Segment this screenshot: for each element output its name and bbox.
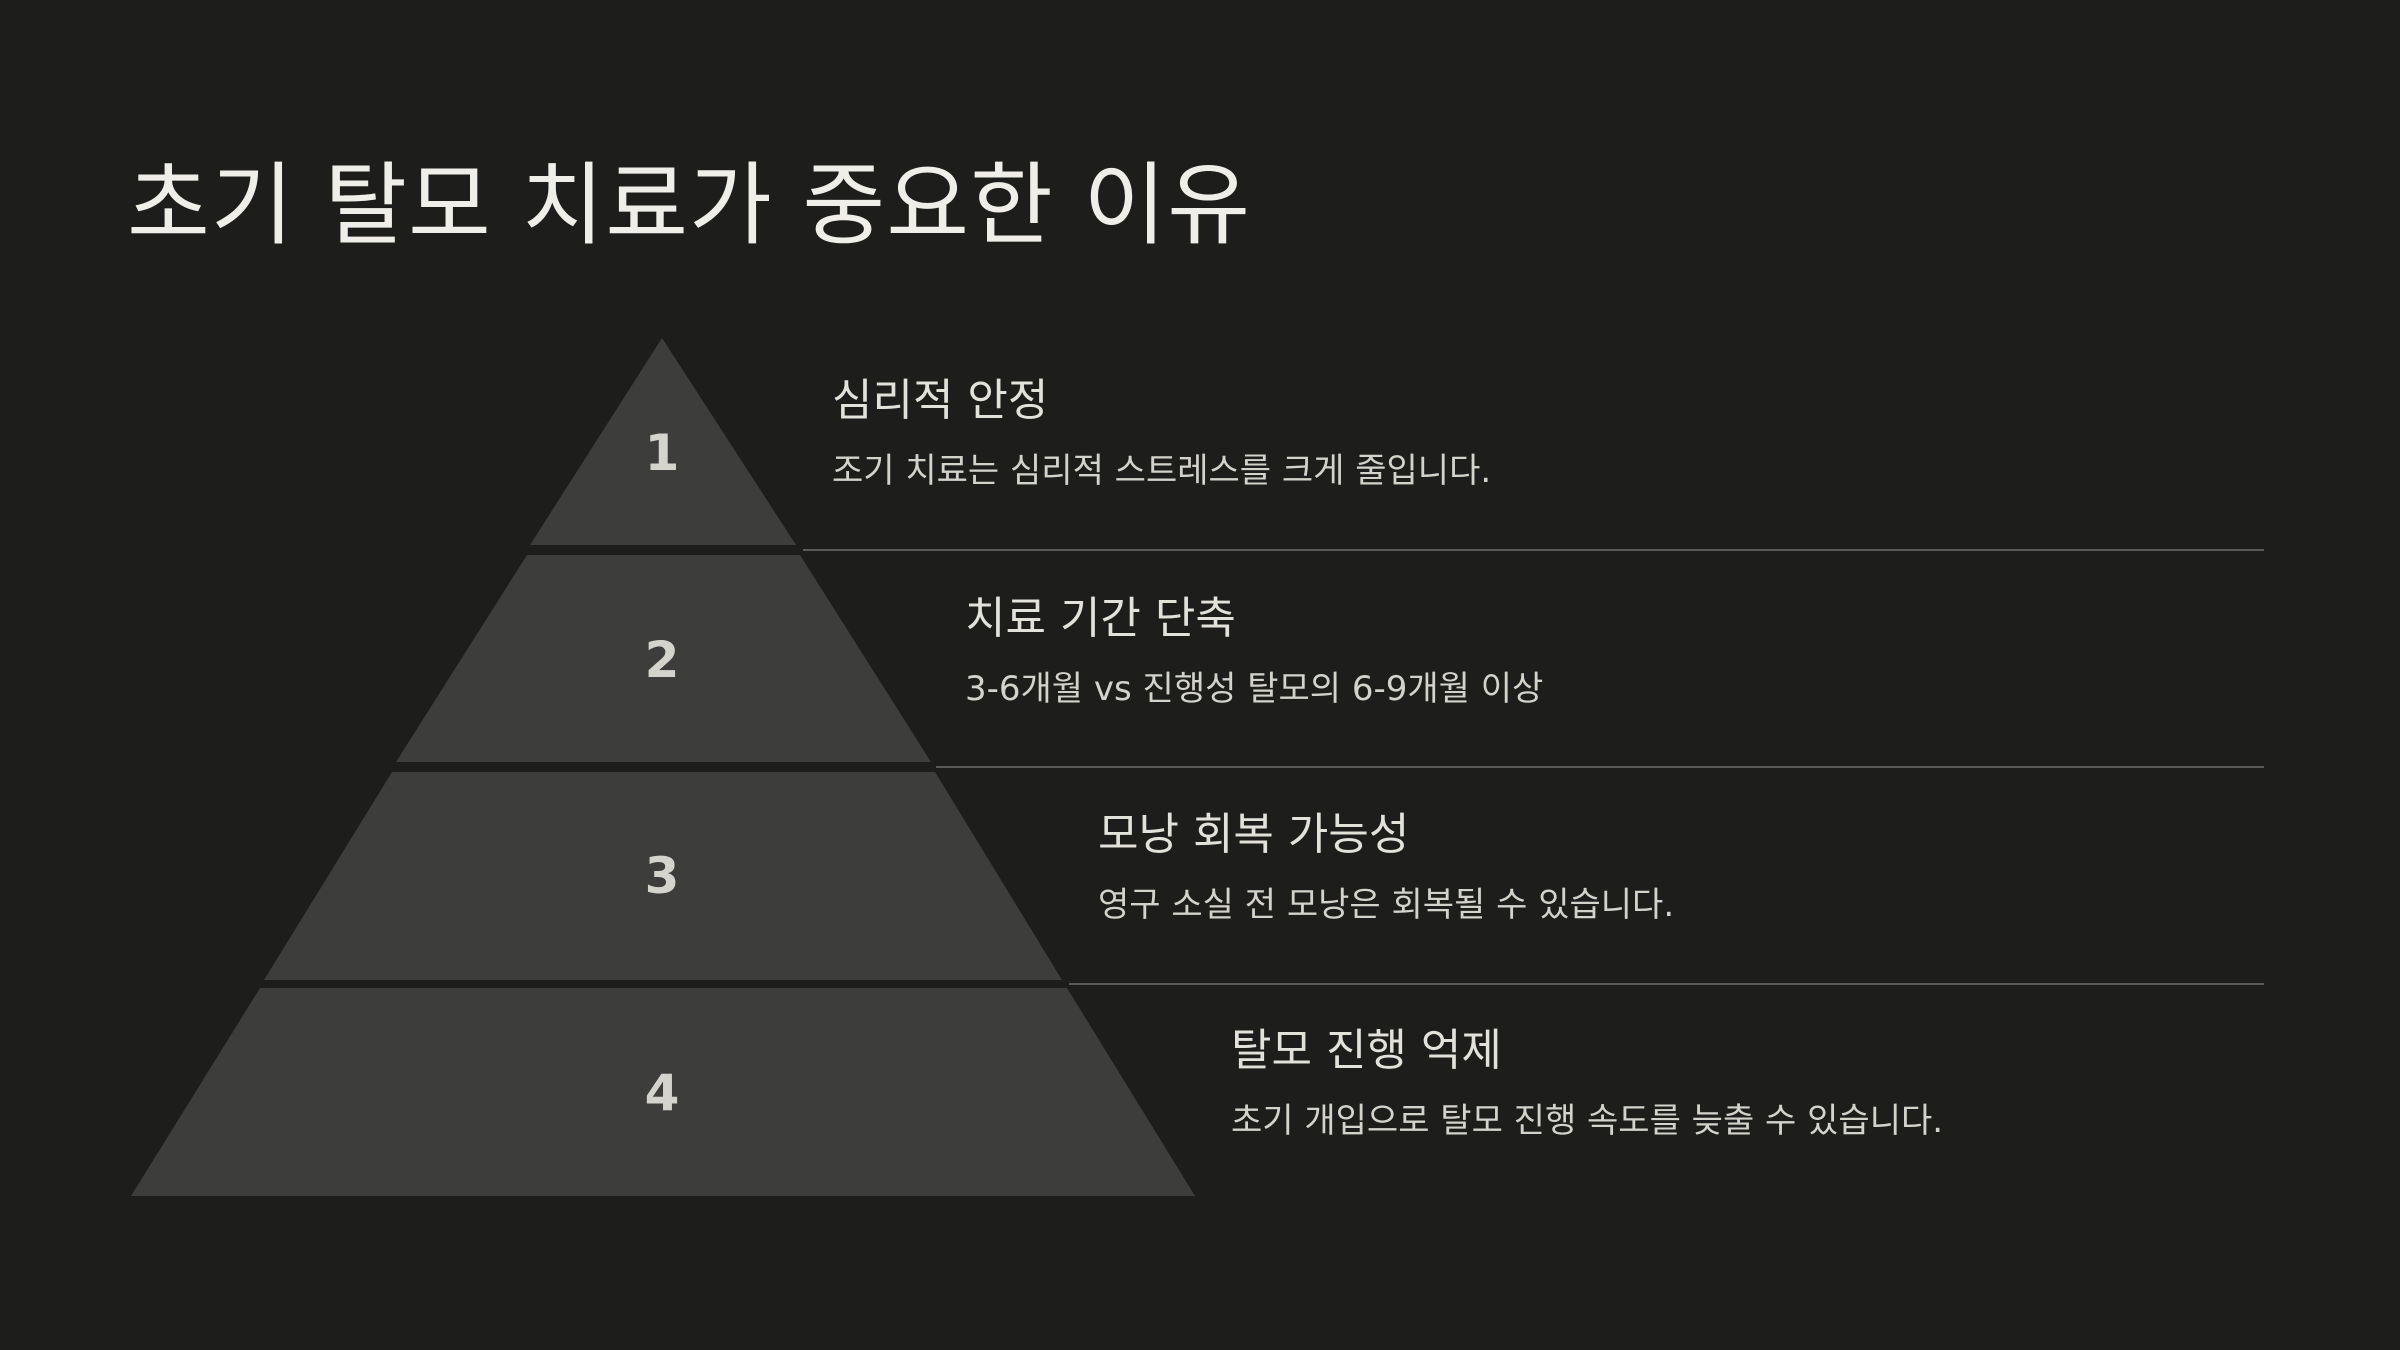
level-3-title: 모낭 회복 가능성 — [1098, 809, 1410, 860]
level-3-number: 3 — [645, 847, 680, 905]
level-4-number: 4 — [645, 1064, 680, 1122]
pyramid-level-4 — [131, 988, 1195, 1196]
level-1-description: 조기 치료는 심리적 스트레스를 크게 줄입니다. — [832, 451, 1492, 491]
level-3-description: 영구 소실 전 모낭은 회복될 수 있습니다. — [1098, 885, 1675, 925]
level-2-description: 3-6개월 vs 진행성 탈모의 6-9개월 이상 — [965, 669, 1544, 709]
level-4-title: 탈모 진행 억제 — [1231, 1025, 1502, 1076]
pyramid-level-3 — [264, 772, 1062, 980]
level-2-text: 치료 기간 단축 3-6개월 vs 진행성 탈모의 6-9개월 이상 — [965, 591, 1543, 711]
level-4-text: 탈모 진행 억제 초기 개입으로 탈모 진행 속도를 늦출 수 있습니다. — [1231, 1023, 1943, 1143]
level-1-title: 심리적 안정 — [832, 375, 1049, 426]
slide-title: 초기 탈모 치료가 중요한 이유 — [127, 153, 1252, 258]
pyramid-level-1 — [530, 338, 796, 545]
level-1-text: 심리적 안정 조기 치료는 심리적 스트레스를 크게 줄입니다. — [832, 373, 1491, 493]
level-2-number: 2 — [645, 631, 680, 689]
level-4-description: 초기 개입으로 탈모 진행 속도를 늦출 수 있습니다. — [1231, 1101, 1944, 1141]
level-3-text: 모낭 회복 가능성 영구 소실 전 모낭은 회복될 수 있습니다. — [1098, 807, 1674, 927]
level-2-title: 치료 기간 단축 — [965, 593, 1236, 644]
level-1-number: 1 — [645, 424, 680, 482]
pyramid-level-2 — [396, 555, 931, 762]
